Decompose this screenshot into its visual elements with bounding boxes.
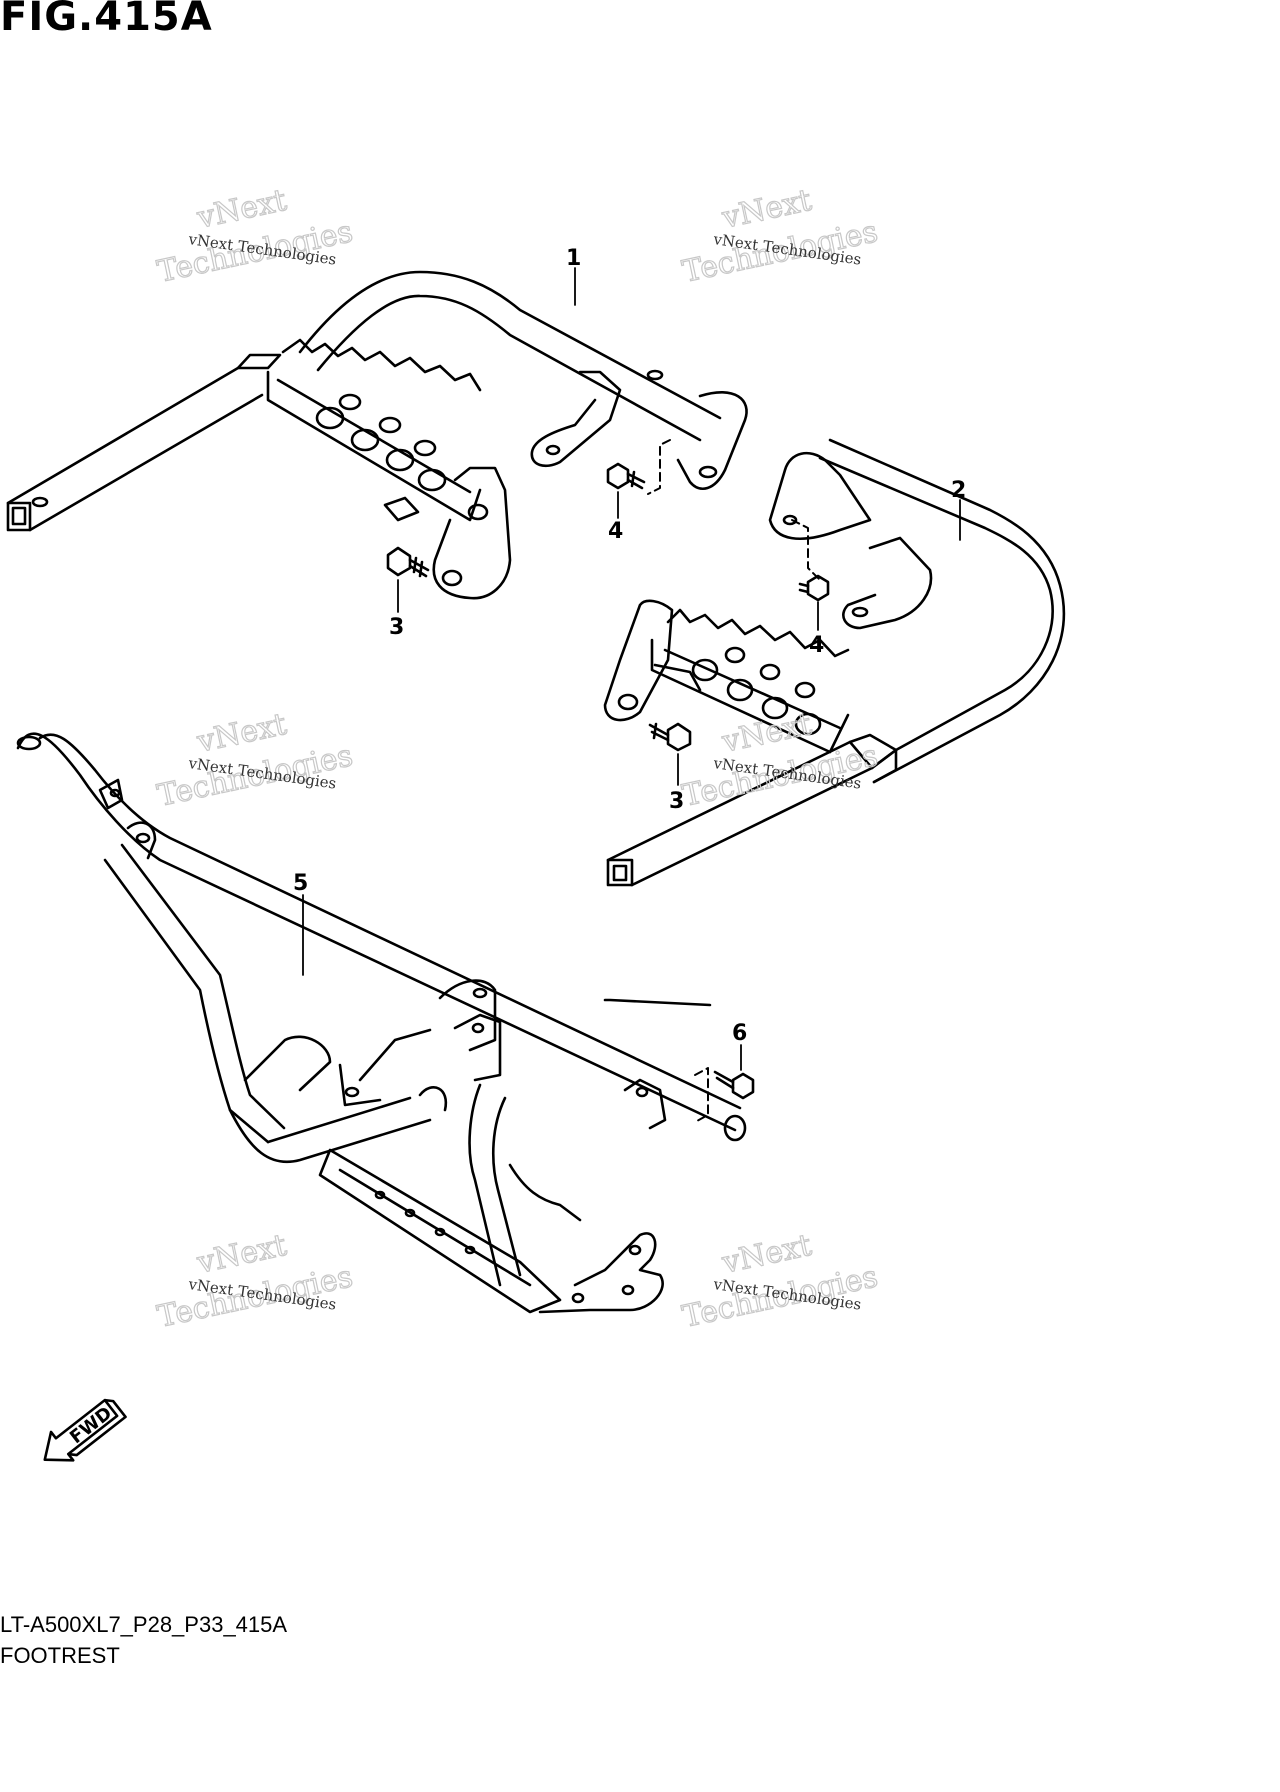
callout-6: 6 [732, 1021, 747, 1046]
leader-lines [302, 267, 961, 1071]
figure-title: FIG.415A [0, 0, 213, 40]
callout-3-right: 3 [669, 789, 684, 814]
callout-5: 5 [293, 871, 308, 896]
footrest-bar-right [603, 438, 1066, 887]
callout-4-right: 4 [809, 633, 824, 658]
watermark-bottom-right: vNext Technologies vNext Technologies [679, 1227, 882, 1335]
bolt-6 [713, 1070, 755, 1100]
watermark-top-right: vNext Technologies vNext Technologies [679, 182, 882, 290]
watermark-bottom-left: vNext Technologies vNext Technologies [154, 1227, 357, 1335]
diagram-code: LT-A500XL7_P28_P33_415A [0, 1612, 288, 1637]
front-guard [16, 732, 747, 1314]
svg-text:vNext: vNext [193, 183, 289, 236]
callout-2: 2 [951, 478, 966, 503]
bolt-3-right [648, 722, 692, 752]
diagram-description: FOOTREST [0, 1643, 120, 1668]
footrest-bar-left [6, 270, 748, 600]
watermark-top-left: vNext Technologies vNext Technologies [154, 182, 357, 290]
callout-3-left: 3 [389, 615, 404, 640]
callout-1: 1 [566, 246, 581, 271]
fwd-arrow-icon: FWD [43, 1398, 127, 1462]
watermark-mid-right: vNext Technologies vNext Technologies [679, 706, 882, 814]
svg-text:vNext: vNext [718, 707, 814, 760]
svg-text:vNext: vNext [193, 707, 289, 760]
bolt-4-right [798, 574, 830, 602]
bolt-3-left [386, 546, 430, 578]
bolt-4-left [606, 462, 646, 490]
svg-text:vNext: vNext [193, 1228, 289, 1281]
callout-4-left: 4 [608, 519, 623, 544]
svg-text:vNext: vNext [718, 1228, 814, 1281]
svg-text:vNext: vNext [718, 183, 814, 236]
watermark-mid-left: vNext Technologies vNext Technologies [154, 706, 357, 814]
